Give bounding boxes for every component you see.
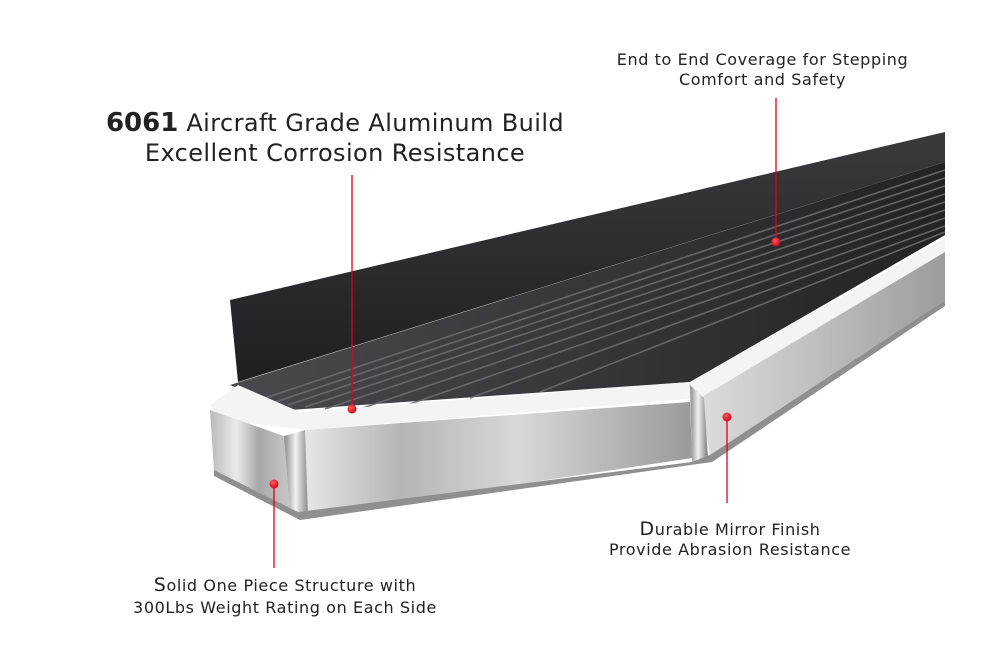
callout-structure-first-letter: S	[153, 574, 167, 596]
marker-coverage	[771, 237, 781, 247]
callout-aluminum-line2: Excellent Corrosion Resistance	[144, 139, 526, 167]
leader-lines	[273, 98, 777, 568]
tread-grooves	[264, 169, 946, 410]
callout-aluminum-line1-text: Aircraft Grade Aluminum Build	[186, 109, 565, 137]
callout-finish-line2: Provide Abrasion Resistance	[608, 540, 852, 559]
callout-aluminum-line1: 6061 Aircraft Grade Aluminum Build	[80, 108, 590, 138]
callout-structure-line1: Solid One Piece Structure with	[85, 574, 485, 597]
marker-finish	[722, 412, 732, 422]
callout-finish: Durable Mirror Finish Provide Abrasion R…	[565, 519, 895, 560]
callout-aluminum-number: 6061	[105, 108, 179, 138]
tread-back-wall	[230, 132, 945, 382]
callout-coverage-line1: End to End Coverage for Stepping	[616, 50, 909, 69]
callout-finish-line1: Durable Mirror Finish	[565, 519, 895, 540]
chrome-front-face	[305, 402, 692, 516]
callout-finish-line1-text: urable Mirror Finish	[654, 520, 821, 539]
chrome-corner	[284, 430, 310, 514]
callout-finish-first-letter: D	[639, 518, 655, 540]
chrome-side-strip	[700, 252, 945, 455]
callout-coverage-line2: Comfort and Safety	[678, 70, 847, 89]
callout-structure: Solid One Piece Structure with 300Lbs We…	[85, 574, 485, 619]
chrome-top-rim	[210, 238, 945, 430]
callout-structure-line1-text: olid One Piece Structure with	[166, 576, 417, 595]
callout-structure-line2: 300Lbs Weight Rating on Each Side	[133, 598, 437, 617]
marker-aluminum	[347, 404, 357, 414]
marker-structure	[269, 479, 279, 489]
callout-coverage: End to End Coverage for Stepping Comfort…	[560, 50, 965, 90]
chrome-joint	[690, 385, 708, 462]
callout-aluminum: 6061 Aircraft Grade Aluminum Build Excel…	[80, 108, 590, 168]
tread-deck	[230, 162, 945, 410]
